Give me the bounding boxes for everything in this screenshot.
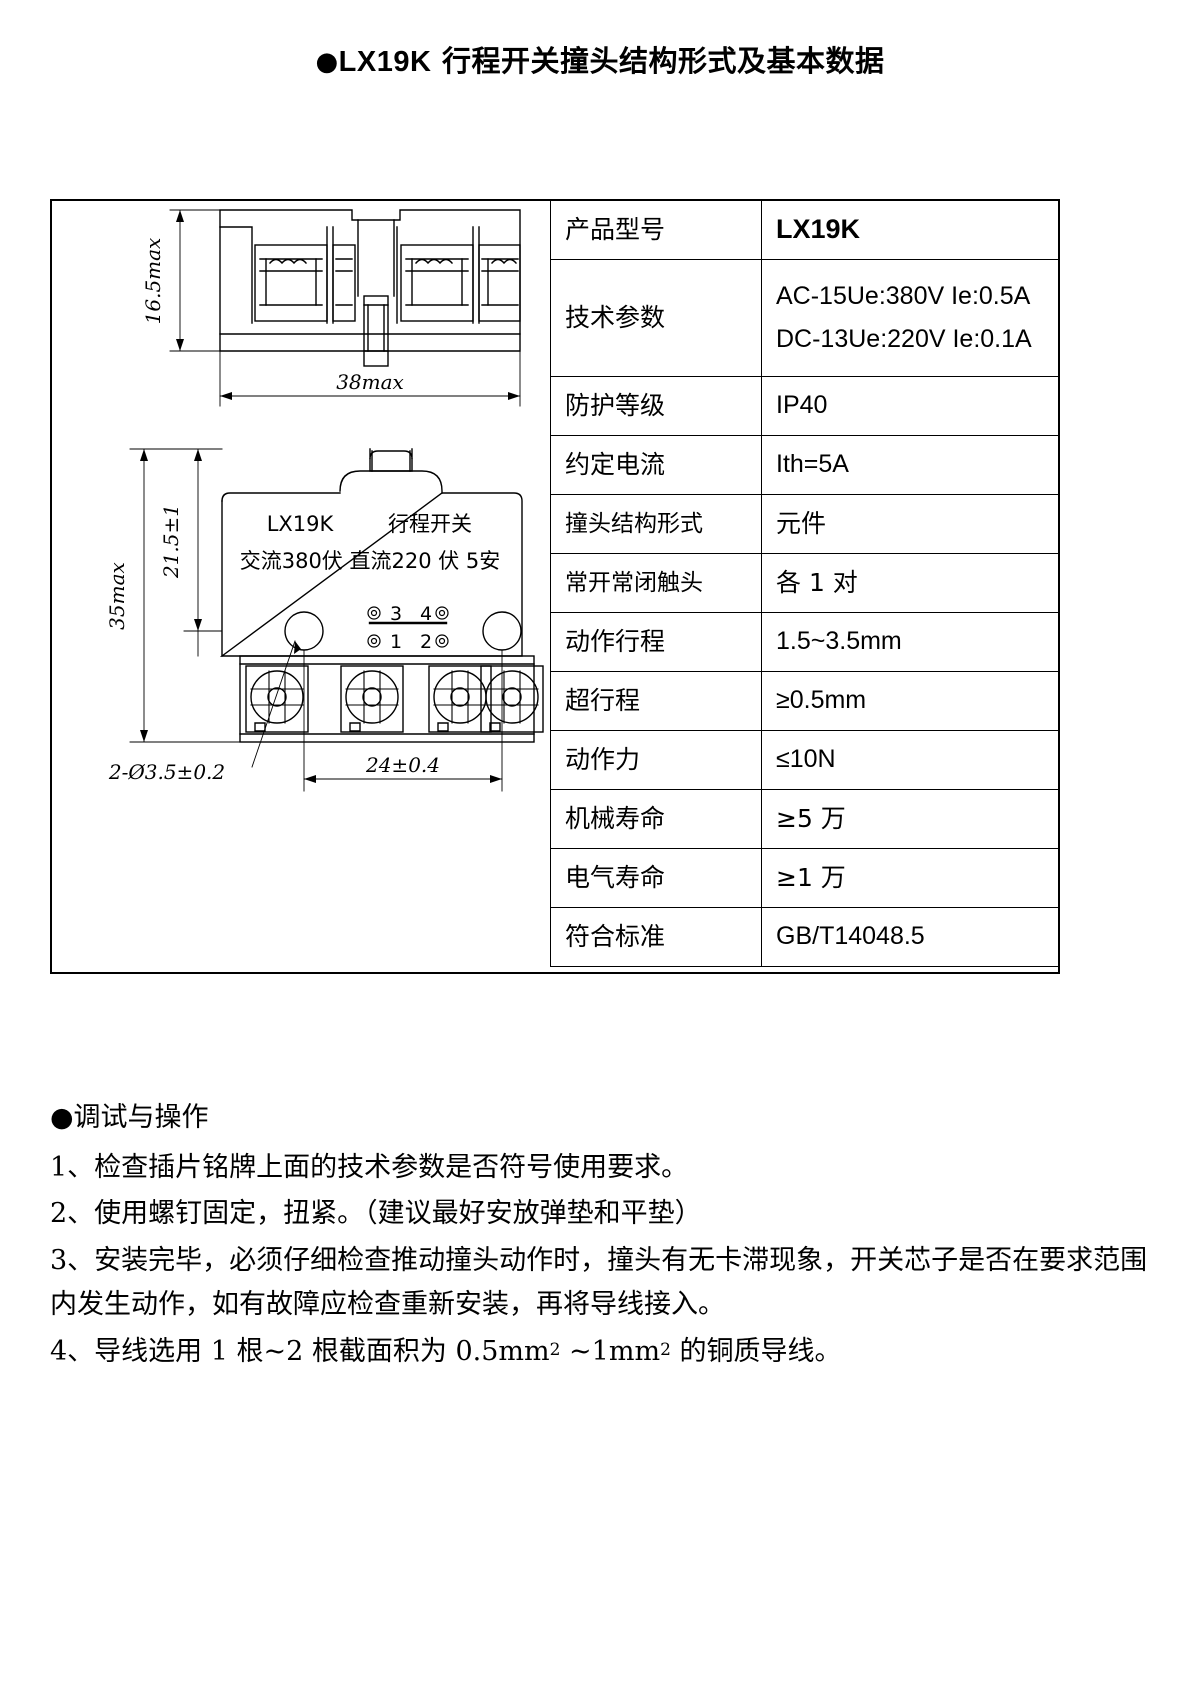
technical-parameter-dc: DC-13Ue:220V Ie:0.1A — [776, 325, 1032, 353]
title-model: LX19K — [338, 46, 432, 78]
spec-key-head-structure: 撞头结构形式 — [550, 494, 762, 554]
terminal-label-2: 2 — [420, 631, 432, 653]
spec-value-head-structure: 元件 — [761, 494, 1060, 554]
spec-value-standard: GB/T14048.5 — [761, 907, 1060, 967]
table-row: 机械寿命 ≥5 万 — [550, 789, 1060, 849]
note-4-mid: ~1mm — [560, 1335, 661, 1367]
spec-key-mechanical-life: 机械寿命 — [550, 789, 762, 849]
spec-value-operating-force: ≤10N — [761, 730, 1060, 790]
spec-key-contacts: 常开常闭触头 — [550, 553, 762, 613]
page-title: ●LX19K 行程开关撞头结构形式及基本数据 — [0, 0, 1200, 80]
spec-value-contacts: 各 1 对 — [761, 553, 1060, 613]
table-row: 产品型号 LX19K — [550, 200, 1060, 260]
table-row: 动作行程 1.5~3.5mm — [550, 612, 1060, 672]
spec-key-operating-travel: 动作行程 — [550, 612, 762, 672]
spec-value-electrical-life: ≥1 万 — [761, 848, 1060, 908]
note-4-suffix: 的铜质导线。 — [670, 1335, 842, 1367]
spec-value-mechanical-life: ≥5 万 — [761, 789, 1060, 849]
hole-pitch-label: 24±0.4 — [365, 753, 440, 777]
mechanical-drawing: 16.5max 38max 35max 21.5±1 2-Ø3.5±0.2 24… — [52, 201, 550, 972]
note-4-prefix: 4、导线选用 1 根~2 根截面积为 0.5mm — [50, 1335, 550, 1367]
datasheet-panel: 16.5max 38max 35max 21.5±1 2-Ø3.5±0.2 24… — [50, 199, 1060, 974]
table-row: 符合标准 GB/T14048.5 — [550, 907, 1060, 967]
spec-key-standard: 符合标准 — [550, 907, 762, 967]
spec-key-technical-parameters: 技术参数 — [550, 259, 762, 377]
spec-key-overtravel: 超行程 — [550, 671, 762, 731]
top-view-height-label: 16.5max — [141, 238, 165, 325]
note-4-sup-1: 2 — [549, 1339, 561, 1360]
nameplate-ratings: 交流380伏 直流220 伏 5安 — [240, 549, 501, 573]
note-4-sup-2: 2 — [660, 1339, 671, 1360]
spec-value-conventional-current: Ith=5A — [761, 435, 1060, 495]
specification-table: 产品型号 LX19K 技术参数 AC-15Ue:380V Ie:0.5A DC-… — [550, 200, 1060, 967]
spec-key-operating-force: 动作力 — [550, 730, 762, 790]
spec-value-technical-parameters: AC-15Ue:380V Ie:0.5A DC-13Ue:220V Ie:0.1… — [761, 259, 1060, 377]
table-row: 常开常闭触头 各 1 对 — [550, 553, 1060, 613]
spec-value-operating-travel: 1.5~3.5mm — [761, 612, 1060, 672]
table-row: 约定电流 Ith=5A — [550, 435, 1060, 495]
table-row: 动作力 ≤10N — [550, 730, 1060, 790]
technical-parameter-ac: AC-15Ue:380V Ie:0.5A — [776, 281, 1031, 310]
nameplate-model: LX19K — [267, 512, 335, 536]
operation-notes: ●调试与操作 1、检查插片铭牌上面的技术参数是否符号使用要求。 2、使用螺钉固定… — [50, 1096, 1150, 1376]
nameplate-type: 行程开关 — [388, 512, 472, 536]
terminal-label-3: 3 — [390, 603, 402, 625]
note-item-2: 2、使用螺钉固定，扭紧。（建议最好安放弹垫和平垫） — [50, 1198, 702, 1230]
spec-value-product-model: LX19K — [761, 200, 1060, 260]
table-row: 撞头结构形式 元件 — [550, 494, 1060, 554]
title-bullet-icon: ● — [315, 47, 339, 77]
mounting-hole-label: 2-Ø3.5±0.2 — [108, 760, 225, 784]
table-row: 超行程 ≥0.5mm — [550, 671, 1060, 731]
table-row: 防护等级 IP40 — [550, 376, 1060, 436]
spec-key-product-model: 产品型号 — [550, 200, 762, 260]
terminal-label-1: 1 — [390, 631, 402, 653]
spec-key-protection-grade: 防护等级 — [550, 376, 762, 436]
front-view-body-height-label: 21.5±1 — [159, 504, 183, 579]
table-row: 技术参数 AC-15Ue:380V Ie:0.5A DC-13Ue:220V I… — [550, 259, 1060, 377]
note-item-3: 3、安装完毕，必须仔细检查推动撞头动作时，撞头有无卡滞现象，开关芯子是否在要求范… — [50, 1245, 1148, 1320]
notes-heading: ●调试与操作 — [50, 1102, 209, 1133]
spec-value-overtravel: ≥0.5mm — [761, 671, 1060, 731]
spec-key-conventional-current: 约定电流 — [550, 435, 762, 495]
spec-value-protection-grade: IP40 — [761, 376, 1060, 436]
note-item-1: 1、检查插片铭牌上面的技术参数是否符号使用要求。 — [50, 1151, 689, 1183]
top-view-width-label: 38max — [336, 370, 404, 394]
title-text: 行程开关撞头结构形式及基本数据 — [431, 44, 885, 78]
terminal-label-4: 4 — [420, 603, 432, 625]
note-item-4: 4、导线选用 1 根~2 根截面积为 0.5mm2 ~1mm2 的铜质导线。 — [50, 1330, 1150, 1374]
front-view-overall-height-label: 35max — [105, 562, 129, 630]
spec-key-electrical-life: 电气寿命 — [550, 848, 762, 908]
table-row: 电气寿命 ≥1 万 — [550, 848, 1060, 908]
